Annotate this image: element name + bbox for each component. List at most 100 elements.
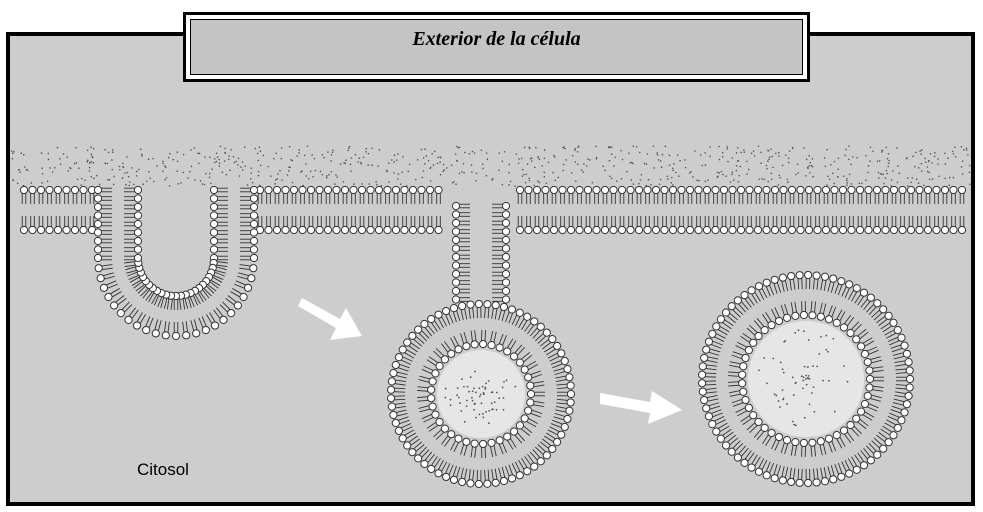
extracellular-dot xyxy=(916,179,918,181)
extracellular-dot xyxy=(705,164,707,166)
extracellular-dot xyxy=(415,179,417,181)
membrane-left-inner-lipid-head xyxy=(29,226,36,233)
budding-vesicle-inner-lipid-head xyxy=(471,440,478,447)
budding-vesicle-outer-lipid-head xyxy=(566,407,573,414)
released-vesicle-inner-lipid-head xyxy=(783,437,790,444)
neck-lipid-head xyxy=(452,270,459,277)
membrane-left-inner-lipid-head xyxy=(20,226,27,233)
extracellular-dot xyxy=(812,166,814,168)
released-vesicle-outer-lipid-head xyxy=(788,478,795,485)
extracellular-dot xyxy=(587,158,589,160)
extracellular-dot xyxy=(279,170,281,172)
extracellular-dot xyxy=(312,176,314,178)
membrane-right-inner-lipid-head xyxy=(746,226,753,233)
extracellular-dot xyxy=(883,183,885,185)
budding-vesicle-cargo-dot xyxy=(475,417,477,419)
extracellular-dot xyxy=(289,146,291,148)
extracellular-dot xyxy=(850,164,852,166)
extracellular-dot xyxy=(698,180,700,182)
budding-vesicle-cargo-dot xyxy=(468,391,470,393)
released-vesicle-cargo-dot xyxy=(813,386,815,388)
membrane-middle-inner-lipid-head xyxy=(333,226,340,233)
extracellular-dot xyxy=(518,162,520,164)
budding-vesicle-inner-lipid-head xyxy=(480,340,487,347)
released-vesicle-inner-lipid-head xyxy=(740,388,747,395)
neck-lipid-head xyxy=(452,219,459,226)
extracellular-dot xyxy=(779,177,781,179)
invagination-side-lipid-head xyxy=(250,246,257,253)
extracellular-dot xyxy=(740,166,742,168)
released-vesicle-inner-lipid-head xyxy=(817,313,824,320)
extracellular-dot xyxy=(888,160,890,162)
released-vesicle-outer-lipid-head xyxy=(771,276,778,283)
membrane-right-outer-lipid-head xyxy=(635,186,642,193)
neck-lipid-head xyxy=(452,287,459,294)
extracellular-dot xyxy=(803,147,805,149)
extracellular-dot xyxy=(639,152,641,154)
extracellular-dot xyxy=(572,155,574,157)
endocytosis-diagram xyxy=(10,36,971,502)
extracellular-dot xyxy=(219,165,221,167)
membrane-right-outer-lipid-head xyxy=(550,186,557,193)
invagination-side-lipid-head xyxy=(210,237,217,244)
budding-vesicle-inner-lipid-head xyxy=(436,362,443,369)
budding-vesicle-outer-lipid-head xyxy=(516,472,523,479)
released-vesicle-cargo-dot xyxy=(802,380,804,382)
released-vesicle-outer-lipid-head xyxy=(805,479,812,486)
budding-vesicle-outer-lipid-head xyxy=(387,395,394,402)
extracellular-dot xyxy=(877,161,879,163)
extracellular-dot xyxy=(214,158,216,160)
extracellular-dot xyxy=(929,179,931,181)
released-vesicle-outer-lipid-head xyxy=(709,330,716,337)
membrane-right-inner-lipid-head xyxy=(712,226,719,233)
budding-vesicle-inner-lipid-head xyxy=(521,366,528,373)
released-vesicle-outer-lipid-head xyxy=(717,435,724,442)
extracellular-dot xyxy=(358,157,360,159)
extracellular-dot xyxy=(394,154,396,156)
budding-vesicle-outer-lipid-head xyxy=(508,306,515,313)
released-vesicle-inner-lipid-head xyxy=(861,400,868,407)
extracellular-dot xyxy=(778,184,780,186)
extracellular-dot xyxy=(292,160,294,162)
invagination-outer-lipid-head xyxy=(152,330,159,337)
membrane-middle-outer-lipid-head xyxy=(435,186,442,193)
released-vesicle-inner-lipid-head xyxy=(825,316,832,323)
membrane-middle-outer-lipid-head xyxy=(282,186,289,193)
extracellular-dot xyxy=(621,178,623,180)
membrane-middle-outer-lipid-head xyxy=(290,186,297,193)
extracellular-dot xyxy=(888,163,890,165)
neck-lipid-head xyxy=(502,296,509,303)
extracellular-dot xyxy=(934,152,936,154)
membrane-right-inner-lipid-head xyxy=(882,226,889,233)
budding-vesicle-outer-lipid-head xyxy=(508,475,515,482)
extracellular-dot xyxy=(17,182,19,184)
released-vesicle-inner-lipid-head xyxy=(775,317,782,324)
extracellular-dot xyxy=(949,177,951,179)
membrane-right-inner-lipid-head xyxy=(856,226,863,233)
membrane-right-inner-lipid-head xyxy=(822,226,829,233)
extracellular-dot xyxy=(535,147,537,149)
title-box: Exterior de la célula xyxy=(183,12,810,82)
membrane-right-inner-lipid-head xyxy=(754,226,761,233)
extracellular-dot xyxy=(705,181,707,183)
extracellular-dot xyxy=(111,159,113,161)
extracellular-dot xyxy=(141,154,143,156)
released-vesicle-outer-lipid-head xyxy=(728,303,735,310)
extracellular-dot xyxy=(156,165,158,167)
membrane-middle-outer-lipid-head xyxy=(375,186,382,193)
extracellular-dot xyxy=(531,160,533,162)
extracellular-dot xyxy=(953,177,955,179)
extracellular-dot xyxy=(667,176,669,178)
extracellular-dot xyxy=(521,158,523,160)
extracellular-dot xyxy=(760,162,762,164)
extracellular-dot xyxy=(571,172,573,174)
released-vesicle-cargo-dot xyxy=(783,341,785,343)
extracellular-dot xyxy=(771,179,773,181)
extracellular-dot xyxy=(204,156,206,158)
released-vesicle-cargo-dot xyxy=(783,372,785,374)
extracellular-dot xyxy=(508,184,510,186)
extracellular-dot xyxy=(66,156,68,158)
membrane-right-inner-lipid-head xyxy=(933,226,940,233)
extracellular-dot xyxy=(113,176,115,178)
budding-vesicle-outer-lipid-head xyxy=(390,411,397,418)
